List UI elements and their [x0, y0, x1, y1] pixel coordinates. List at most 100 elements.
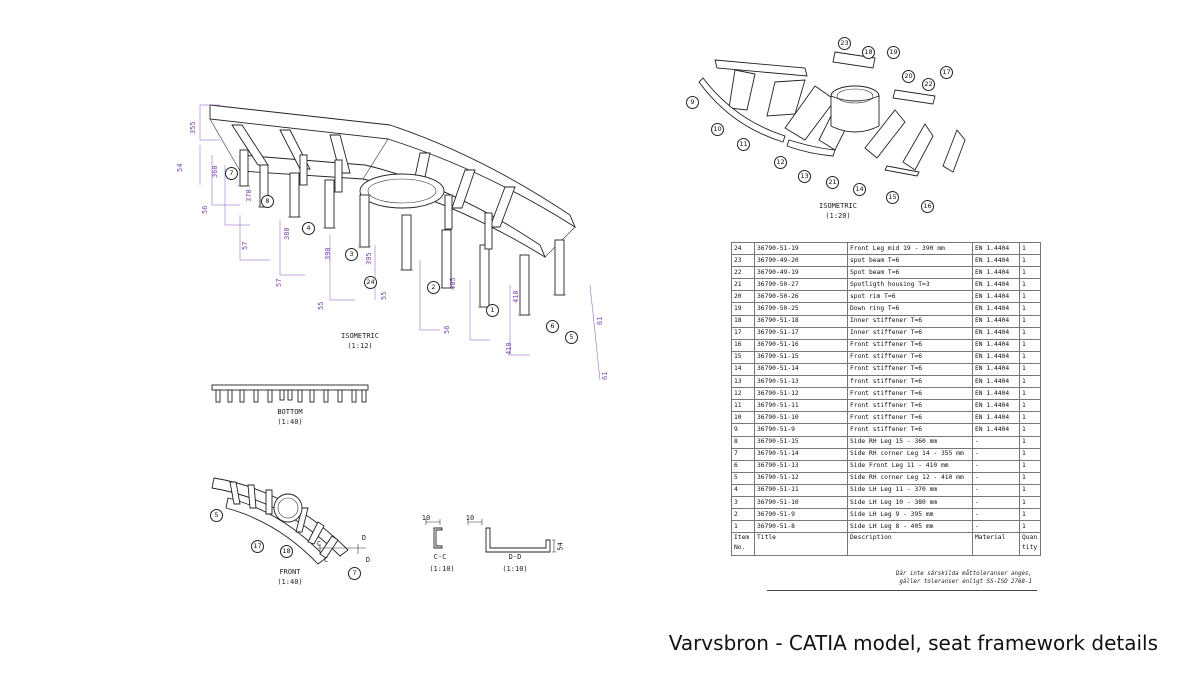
bom-cell-item: 12 [731, 387, 755, 401]
bom-cell-description: spot rim T=6 [847, 290, 973, 304]
bom-cell-material: EN 1.4404 [972, 254, 1020, 268]
bom-cell-material: EN 1.4404 [972, 423, 1020, 437]
bom-cell-material: - [972, 495, 1020, 510]
bom-cell-title: 36790-51-17 [754, 326, 848, 340]
bom-cell-quantity: 1 [1019, 447, 1041, 461]
bom-cell-title: 36790-51-13 [754, 375, 848, 389]
bom-cell-quantity: 1 [1019, 423, 1041, 437]
bom-cell-item: 21 [731, 278, 755, 292]
bom-cell-description: Inner stiffener T=6 [847, 326, 973, 340]
callout-bubble: 15 [886, 191, 899, 204]
isometric-exploded-drawing [698, 51, 966, 177]
bom-cell-description: Front Leg mid 19 - 390 mm [847, 241, 973, 256]
bom-cell-material: - [972, 435, 1020, 449]
callout-bubble: 2 [427, 281, 440, 294]
dimension-label: 410 [505, 342, 513, 355]
isometric-main-drawing [199, 104, 601, 381]
bom-cell-item: 15 [731, 350, 755, 364]
bom-cell-material: EN 1.4404 [972, 350, 1020, 364]
bom-cell-title: 36790-51-14 [754, 362, 848, 377]
bom-cell-item: 5 [731, 471, 755, 485]
bom-cell-description: Front stiffener T=6 [847, 350, 973, 364]
bom-cell-material: EN 1.4404 [972, 266, 1020, 280]
bom-cell-description: Side LH Leg 9 - 395 mm [847, 508, 973, 522]
bom-cell-quantity: 1 [1019, 435, 1041, 449]
view-scale: (1:40) [277, 418, 303, 426]
bom-cell-description: Side Front Leg 11 - 410 mm [847, 459, 973, 473]
section-marker: D [365, 556, 371, 564]
bom-cell-title: 36790-49-20 [754, 254, 848, 268]
dimension-label: 57 [275, 278, 283, 287]
bom-cell-quantity: 1 [1019, 459, 1041, 473]
callout-bubble: 11 [737, 138, 750, 151]
bom-cell-title: 36790-51-15 [754, 435, 848, 449]
bom-cell-description: Side RH corner Leg 12 - 410 mm [847, 471, 973, 485]
bom-cell-title: 36790-51-9 [754, 508, 848, 522]
bom-cell-description: Side RH corner Leg 14 - 355 mm [847, 447, 973, 461]
bom-cell-description: Side LH Leg 8 - 405 mm [847, 520, 973, 534]
bom-cell-title: 36790-51-19 [754, 241, 848, 256]
bom-cell-material: - [972, 520, 1020, 534]
bom-cell-title: 36790-51-14 [754, 447, 848, 461]
section-dimension: 54 [556, 542, 565, 551]
dimension-label: 370 [245, 189, 253, 202]
bom-cell-item: 13 [731, 375, 755, 389]
bom-cell-title: 36790-51-13 [754, 459, 848, 473]
callout-bubble: 10 [711, 123, 724, 136]
bom-cell-material: EN 1.4404 [972, 338, 1020, 352]
callout-bubble: 19 [887, 46, 900, 59]
view-scale: (1:20) [825, 212, 851, 220]
bom-cell-title: 36790-51-9 [754, 423, 848, 437]
bom-cell-quantity: 1 [1019, 302, 1041, 316]
dimension-label: 61 [596, 316, 604, 325]
bom-cell-quantity: 1 [1019, 520, 1041, 534]
bom-cell-item: 20 [731, 290, 755, 304]
bom-cell-title: 36790-51-8 [754, 520, 848, 534]
bom-cell-quantity: 1 [1019, 266, 1041, 280]
bom-cell-title: 36790-51-10 [754, 495, 848, 510]
bom-cell-quantity: 1 [1019, 411, 1041, 425]
dimension-label: 61 [601, 371, 609, 380]
bom-cell-title: 36790-50-26 [754, 290, 848, 304]
dimension-label: 360 [211, 165, 219, 178]
bom-cell-quantity: 1 [1019, 278, 1041, 292]
bom-cell-description: Front stiffener T=6 [847, 411, 973, 425]
bom-cell-quantity: 1 [1019, 387, 1041, 401]
callout-bubble: 23 [838, 37, 851, 50]
bom-cell-description: Front stiffener T=6 [847, 423, 973, 437]
view-scale: (1:10) [502, 565, 528, 573]
bom-cell-item: 11 [731, 399, 755, 413]
bom-cell-material: - [972, 459, 1020, 473]
callout-bubble: 17 [940, 66, 953, 79]
bom-cell-material: EN 1.4404 [972, 278, 1020, 292]
bom-cell-quantity: 1 [1019, 508, 1041, 522]
bom-cell-description: spot beam T=6 [847, 254, 973, 268]
bom-header-quantity: Quantity [1019, 532, 1041, 557]
bom-cell-material: EN 1.4404 [972, 326, 1020, 340]
bom-cell-description: Side LH Leg 11 - 370 mm [847, 483, 973, 497]
bom-cell-description: Front stiffener T=6 [847, 399, 973, 413]
bom-cell-material: EN 1.4404 [972, 375, 1020, 389]
section-marker: C [316, 540, 322, 548]
bom-cell-description: front stiffener T=6 [847, 375, 973, 389]
section-marker: D [361, 534, 367, 542]
bom-header-row: Item No. Title Description Material Quan… [731, 532, 1041, 557]
view-scale: (1:40) [277, 578, 303, 586]
bom-cell-material: - [972, 508, 1020, 522]
bom-cell-description: Spot beam T=6 [847, 266, 973, 280]
section-dd-drawing [467, 519, 556, 553]
slide-caption: Varvsbron - CATIA model, seat framework … [668, 631, 1158, 655]
callout-bubble: 7 [225, 167, 238, 180]
bom-cell-item: 10 [731, 411, 755, 425]
